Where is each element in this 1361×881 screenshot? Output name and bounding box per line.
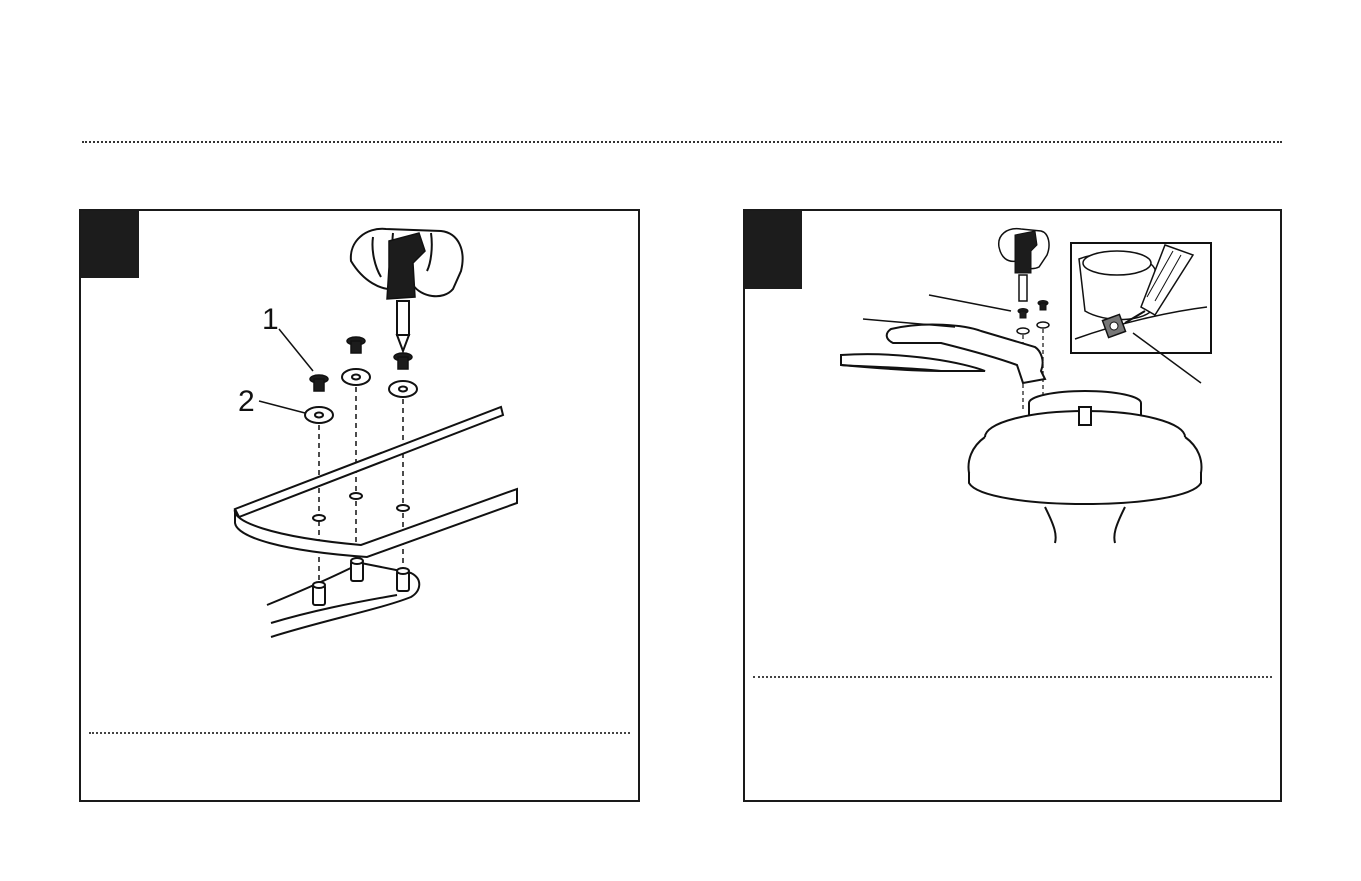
panel-dotted-rule	[89, 732, 630, 734]
callout-number-2: 2	[238, 385, 255, 418]
washer-icon	[1017, 322, 1049, 334]
blade-to-motor-illustration	[745, 211, 1284, 804]
motor-housing	[969, 391, 1202, 543]
fan-blade	[235, 407, 517, 557]
fan-blade	[841, 354, 985, 371]
screw-icon	[1018, 301, 1048, 319]
step-panel-blade-to-motor	[743, 209, 1282, 802]
blade-iron	[267, 558, 419, 637]
detail-inset	[1071, 243, 1211, 353]
callout-number-1: 1	[262, 303, 279, 336]
top-dotted-rule	[82, 141, 1282, 143]
callout-leaders	[259, 329, 313, 413]
panel-dotted-rule	[753, 676, 1272, 678]
blade-assembly-illustration: 1 2	[81, 211, 642, 804]
step-panel-blade-assembly: 1 2	[79, 209, 640, 802]
